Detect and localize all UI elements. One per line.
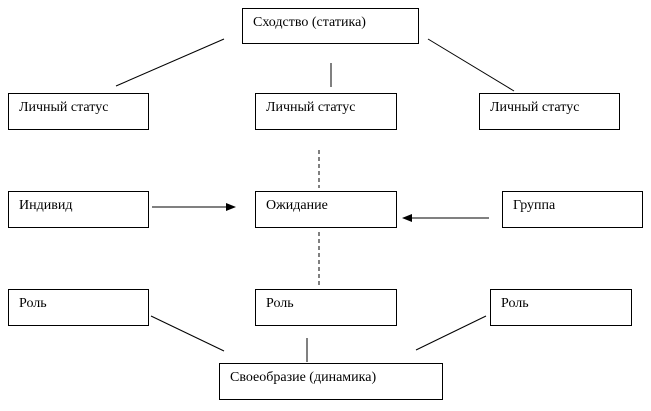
role-center-node: Роль: [255, 289, 397, 326]
individual-node: Индивид: [8, 191, 149, 228]
personal-status-center-node: Личный статус: [255, 93, 397, 130]
connector-role-left-to-uniqueness: [150, 315, 225, 352]
connector-similarity-to-status-right: [427, 38, 515, 92]
uniqueness-node: Своеобразие (динамика): [219, 363, 443, 400]
role-right-node: Роль: [490, 289, 632, 326]
role-left-node: Роль: [8, 289, 149, 326]
expectation-node: Ожидание: [255, 191, 397, 228]
similarity-node: Сходство (статика): [242, 8, 419, 44]
personal-status-left-node: Личный статус: [8, 93, 149, 130]
personal-status-right-node: Личный статус: [479, 93, 620, 130]
connector-similarity-to-status-left: [115, 38, 225, 87]
group-node: Группа: [502, 191, 643, 228]
connector-role-right-to-uniqueness: [415, 315, 487, 351]
